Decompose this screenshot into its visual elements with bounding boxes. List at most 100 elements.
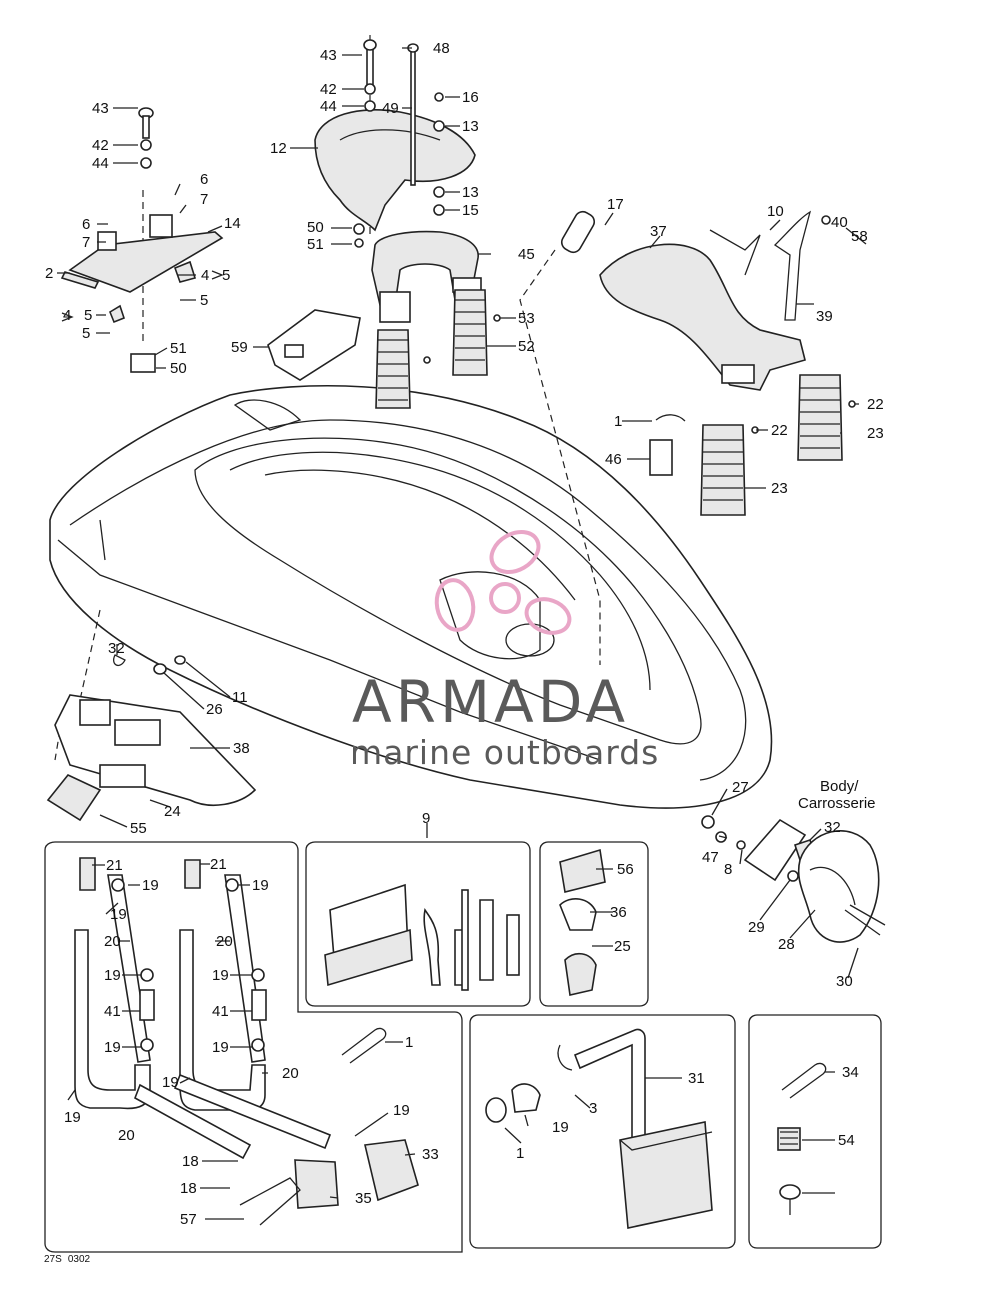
callout-label: 39 xyxy=(816,308,833,325)
callout-label: 4 xyxy=(201,267,209,284)
callout-label: 6 xyxy=(200,171,208,188)
callout-label: 19 xyxy=(64,1109,81,1126)
callout-label: 51 xyxy=(170,340,187,357)
callout-label: 22 xyxy=(867,396,884,413)
callout-label: 28 xyxy=(778,936,795,953)
callout-label: 23 xyxy=(867,425,884,442)
callout-label: 54 xyxy=(838,1132,855,1149)
callout-label: 41 xyxy=(104,1003,121,1020)
callout-label: 45 xyxy=(518,246,535,263)
callout-label: 32 xyxy=(824,819,841,836)
watermark: ARMADA marine outboards xyxy=(350,530,659,772)
callout-label: 34 xyxy=(842,1064,859,1081)
callout-label: 19 xyxy=(104,967,121,984)
callout-label: 20 xyxy=(104,933,121,950)
callout-label: 44 xyxy=(320,98,337,115)
callout-label: 52 xyxy=(518,338,535,355)
callout-label: 19 xyxy=(162,1074,179,1091)
watermark-tagline: marine outboards xyxy=(350,733,659,772)
callout-label: 43 xyxy=(92,100,109,117)
callout-label: 27 xyxy=(732,779,749,796)
tie-wrap xyxy=(341,1027,387,1064)
callout-label: 59 xyxy=(231,339,248,356)
callout-label: 51 xyxy=(307,236,324,253)
callout-label: 22 xyxy=(771,422,788,439)
callout-label: 53 xyxy=(518,310,535,327)
callout-label: 19 xyxy=(212,1039,229,1056)
box-fuel-hoses xyxy=(44,841,463,1253)
callout-label: 19 xyxy=(110,906,127,923)
callout-label: 2 xyxy=(45,265,53,282)
callout-label: 6 xyxy=(82,216,90,233)
callout-label: 23 xyxy=(771,480,788,497)
callout-label: 18 xyxy=(180,1180,197,1197)
callout-label: 36 xyxy=(610,904,627,921)
callout-label: 37 xyxy=(650,223,667,240)
callout-label: 12 xyxy=(270,140,287,157)
callout-label: 1 xyxy=(614,413,622,430)
callout-numbers: 43 48 42 44 49 16 13 12 13 15 43 42 44 6… xyxy=(45,40,884,1228)
propeller-icon xyxy=(434,530,572,635)
callout-label: 48 xyxy=(433,40,450,57)
callout-label: 21 xyxy=(210,856,227,873)
arrow-icon xyxy=(61,270,224,322)
front-bracket-assembly xyxy=(60,107,224,373)
callout-label: 43 xyxy=(320,47,337,64)
steering-cover-assembly xyxy=(314,39,482,323)
box-clamps xyxy=(539,841,649,1007)
body-label: Body/ Carrosserie xyxy=(798,778,876,812)
callout-label: 33 xyxy=(422,1146,439,1163)
callout-label: 16 xyxy=(462,89,479,106)
callout-label: 26 xyxy=(206,701,223,718)
callout-label: 32 xyxy=(108,640,125,657)
callout-label: 19 xyxy=(552,1119,569,1136)
callout-label: 20 xyxy=(282,1065,299,1082)
callout-label: 42 xyxy=(320,81,337,98)
callout-label: 50 xyxy=(170,360,187,377)
callout-label: 24 xyxy=(164,803,181,820)
callout-label: 7 xyxy=(82,234,90,251)
box-fasteners xyxy=(748,1014,882,1249)
callout-label: 47 xyxy=(702,849,719,866)
callout-label: 18 xyxy=(182,1153,199,1170)
callout-label: 5 xyxy=(222,267,230,284)
callout-label: 25 xyxy=(614,938,631,955)
callout-label: 1 xyxy=(405,1034,413,1051)
callout-label: 31 xyxy=(688,1070,705,1087)
air-intake-assembly xyxy=(560,210,867,516)
callout-label: 9 xyxy=(422,810,430,827)
callout-label: 41 xyxy=(212,1003,229,1020)
callout-label: 15 xyxy=(462,202,479,219)
callout-label: 19 xyxy=(142,877,159,894)
callout-label: 11 xyxy=(232,689,248,706)
callout-label: 17 xyxy=(607,196,624,213)
callout-label: 21 xyxy=(106,857,123,874)
callout-label: 35 xyxy=(355,1190,372,1207)
callout-label: 7 xyxy=(200,191,208,208)
callout-label: 29 xyxy=(748,919,765,936)
callout-label: 42 xyxy=(92,137,109,154)
side-panel-assembly xyxy=(46,654,257,822)
callout-label: 14 xyxy=(224,215,241,232)
callout-label: 57 xyxy=(180,1211,197,1228)
drawing-code: 27S0302 xyxy=(44,1254,91,1265)
callout-label: 30 xyxy=(836,973,853,990)
callout-label: 38 xyxy=(233,740,250,757)
callout-label: 5 xyxy=(82,325,90,342)
callout-label: 20 xyxy=(216,933,233,950)
callout-label: 20 xyxy=(118,1127,135,1144)
callout-label: 58 xyxy=(851,228,868,245)
body-label-line2: Carrosserie xyxy=(798,795,876,812)
callout-label: 5 xyxy=(84,307,92,324)
callout-label: 49 xyxy=(382,100,399,117)
callout-label: 10 xyxy=(767,203,784,220)
callout-label: 13 xyxy=(462,184,479,201)
callout-label: 19 xyxy=(212,967,229,984)
callout-label: 44 xyxy=(92,155,109,172)
callout-label: 5 xyxy=(200,292,208,309)
callout-label: 50 xyxy=(307,219,324,236)
callout-label: 13 xyxy=(462,118,479,135)
watermark-brand: ARMADA xyxy=(352,668,629,736)
callout-label: 46 xyxy=(605,451,622,468)
callout-label: 19 xyxy=(252,877,269,894)
